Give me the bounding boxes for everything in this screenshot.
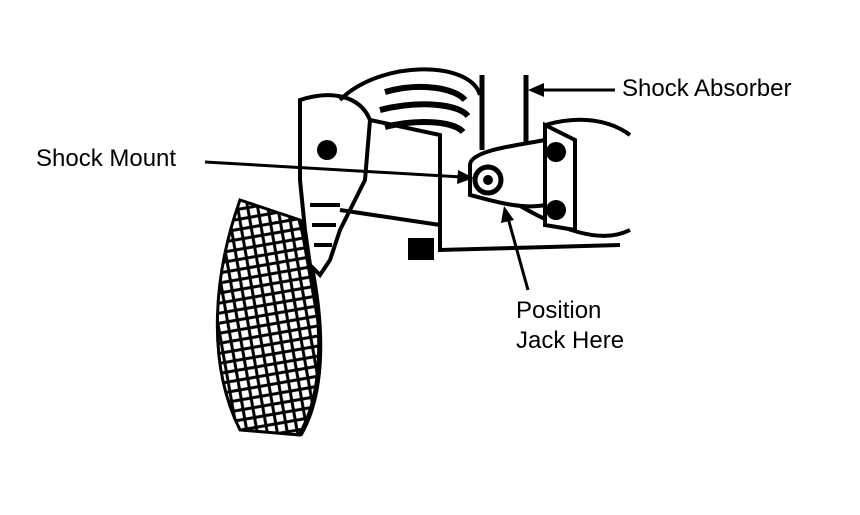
label-shock-mount: Shock Mount (36, 145, 177, 172)
label-position-jack: Position Jack Here (516, 296, 624, 356)
bellows (379, 84, 471, 135)
leader-shock-mount (204, 160, 474, 184)
leader-position-jack (501, 206, 530, 291)
tire (215, 198, 323, 437)
arm-bolt-lower (546, 200, 566, 220)
knuckle (298, 93, 373, 279)
label-position-jack-line1: Position (516, 297, 602, 324)
shock-mount (468, 137, 547, 209)
leader-shock-absorber (528, 83, 615, 97)
arm-bolt-upper (546, 142, 566, 162)
label-shock-absorber: Shock Absorber (622, 75, 792, 102)
frame-bolt (408, 238, 434, 260)
knuckle-bolt (317, 140, 337, 160)
label-position-jack-line2: Jack Here (516, 327, 625, 354)
shock-absorber (479, 75, 529, 150)
